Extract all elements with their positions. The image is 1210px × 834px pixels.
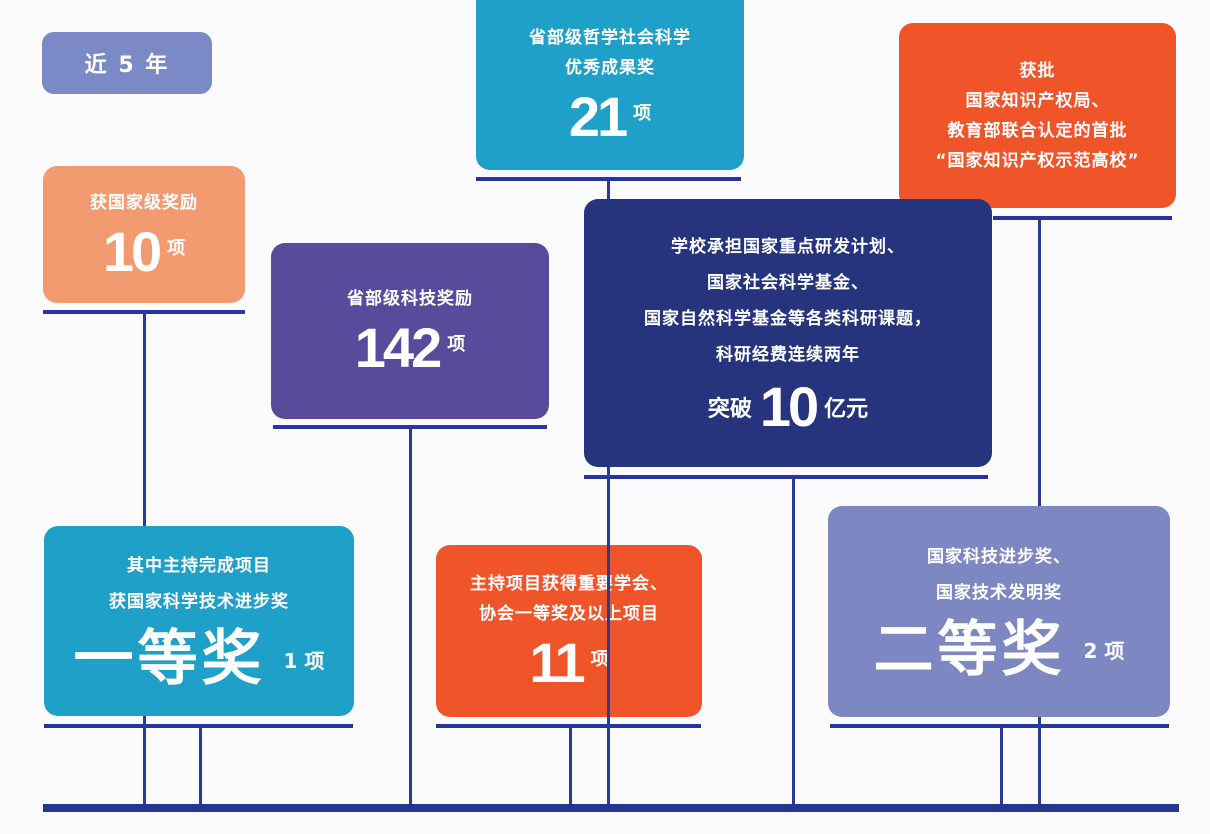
card-line: 教育部联合认定的首批 — [947, 120, 1128, 141]
card-underline — [993, 216, 1172, 220]
card-unit: 亿元 — [824, 397, 869, 422]
card-ip-demo-university: 获批 国家知识产权局、 教育部联合认定的首批 “国家知识产权示范高校” — [899, 23, 1176, 208]
card-line: 国家技术发明奖 — [936, 582, 1062, 603]
connector-line — [1038, 717, 1041, 806]
card-line: 省部级哲学社会科学 — [529, 28, 691, 48]
card-research-funding: 学校承担国家重点研发计划、 国家社会科学基金、 国家自然科学基金等各类科研课题，… — [584, 199, 992, 467]
card-line: 协会一等奖及以上项目 — [479, 604, 659, 624]
card-line: 优秀成果奖 — [565, 58, 655, 78]
card-number: 10 — [759, 375, 819, 438]
card-line: 国家自然科学基金等各类科研课题， — [644, 309, 932, 329]
card-label: 获国家级奖励 — [90, 192, 198, 213]
card-count: 1 项 — [283, 648, 325, 673]
card-underline — [830, 724, 1169, 728]
connector-line — [607, 467, 610, 806]
connector-line — [1038, 218, 1041, 506]
card-underline — [436, 724, 701, 728]
connector-line — [569, 726, 572, 806]
connector-line — [199, 726, 202, 806]
card-line: 国家知识产权局、 — [965, 90, 1110, 111]
card-national-awards: 获国家级奖励 10 项 — [43, 166, 245, 303]
card-line: 获国家科学技术进步奖 — [109, 592, 289, 612]
connector-line — [143, 716, 146, 806]
card-provincial-sci-tech: 省部级科技奖励 142 项 — [271, 243, 549, 419]
card-unit: 项 — [447, 334, 466, 355]
card-underline — [584, 475, 988, 479]
connector-line — [792, 477, 795, 806]
period-tag: 近 5 年 — [42, 32, 212, 94]
card-line: “国家知识产权示范高校” — [935, 150, 1140, 171]
card-number: 10 — [102, 219, 162, 283]
card-unit: 项 — [633, 103, 652, 124]
card-line: 国家社会科学基金、 — [707, 273, 869, 293]
connector-line — [607, 179, 610, 199]
card-line: 其中主持完成项目 — [127, 556, 271, 576]
card-unit: 项 — [167, 237, 186, 259]
card-underline — [44, 724, 353, 728]
card-label: 省部级科技奖励 — [347, 289, 473, 309]
card-provincial-social-science: 省部级哲学社会科学 优秀成果奖 21 项 — [476, 0, 744, 170]
card-grade: 二等奖 — [873, 614, 1066, 685]
card-line: 国家科技进步奖、 — [927, 546, 1071, 567]
card-number: 142 — [354, 316, 442, 379]
card-line: 学校承担国家重点研发计划、 — [671, 237, 905, 257]
card-unit: 项 — [590, 649, 609, 670]
card-line: 获批 — [1019, 60, 1056, 81]
card-number: 11 — [529, 631, 585, 694]
connector-line — [1000, 726, 1003, 806]
card-count: 2 项 — [1083, 639, 1125, 663]
card-second-prize: 国家科技进步奖、 国家技术发明奖 二等奖 2 项 — [828, 506, 1170, 717]
card-line: 主持项目获得重要学会、 — [470, 574, 668, 594]
timeline-baseline — [43, 804, 1179, 812]
connector-line — [409, 427, 412, 806]
card-society-awards: 主持项目获得重要学会、 协会一等奖及以上项目 11 项 — [436, 545, 702, 717]
card-grade: 一等奖 — [73, 624, 266, 694]
card-line: 科研经费连续两年 — [716, 345, 860, 365]
card-first-prize: 其中主持完成项目 获国家科学技术进步奖 一等奖 1 项 — [44, 526, 354, 716]
card-prefix: 突破 — [707, 397, 752, 422]
card-number: 21 — [568, 85, 628, 148]
connector-line — [143, 312, 146, 526]
